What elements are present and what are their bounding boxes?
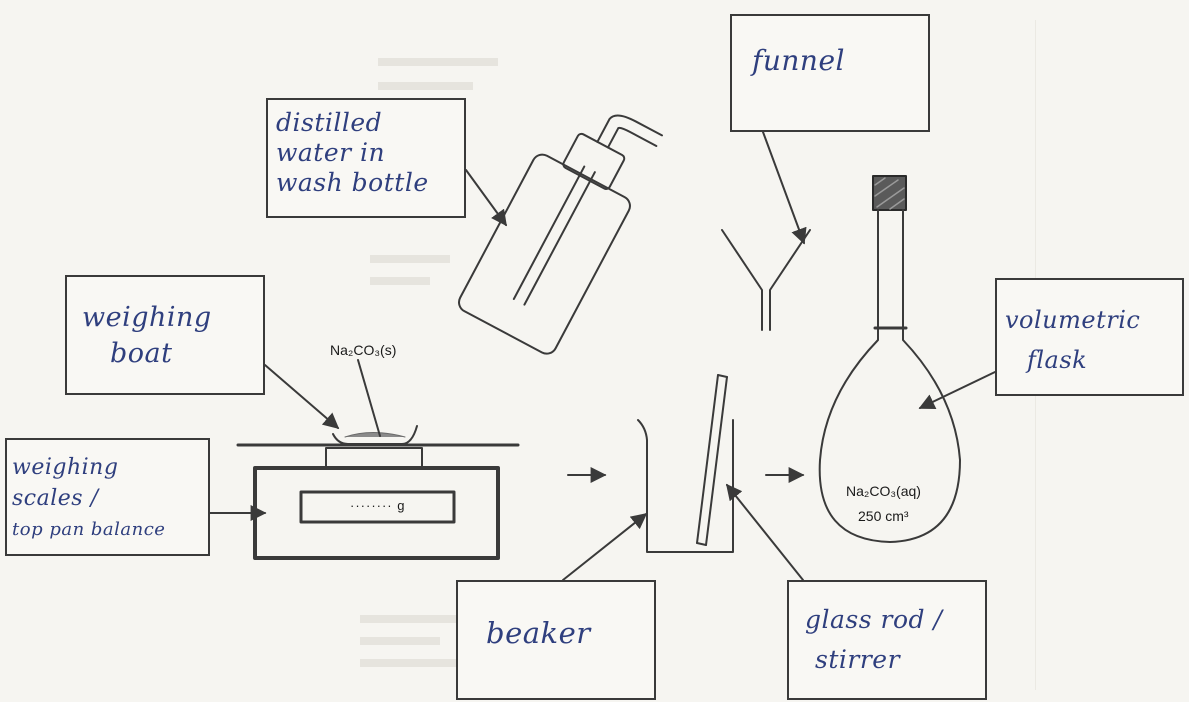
label-glass-rod: glass rod / stirrer: [805, 600, 942, 680]
label-weighing-boat: weighing boat: [82, 300, 212, 372]
label-box-weighing-boat: [65, 275, 265, 395]
label-box-glass-rod: [787, 580, 987, 700]
weighing-boat: [332, 425, 418, 445]
leader-arrow-glass-rod: [726, 483, 804, 581]
label-box-beaker: [456, 580, 656, 700]
label-line: wash bottle: [276, 168, 429, 197]
top-pan-balance: [236, 443, 520, 560]
show-through-text: [360, 615, 490, 667]
label-line: stirrer: [815, 645, 901, 674]
label-volumetric-flask: volumetric flask: [1005, 300, 1140, 380]
leader-arrow-distilled-water: [465, 169, 507, 227]
solution-formula-label: Na₂CO₃(aq): [846, 483, 921, 499]
label-box-distilled-water: [266, 98, 466, 218]
label-line: distilled: [276, 108, 383, 137]
label-box-volumetric-flask: [995, 278, 1184, 396]
label-box-weighing-scales: [5, 438, 210, 556]
label-line: boat: [110, 338, 173, 369]
wash-bottle: [458, 114, 663, 355]
label-line: weighing: [12, 455, 119, 480]
balance-readout: ········ g: [350, 498, 406, 513]
label-line: glass rod /: [805, 605, 943, 634]
label-line: water in: [276, 138, 386, 167]
label-line: weighing: [82, 302, 212, 333]
label-line: top pan balance: [12, 519, 166, 540]
show-through-text: [370, 255, 450, 285]
label-funnel: funnel: [752, 44, 845, 77]
label-distilled-water: distilled water in wash bottle: [276, 108, 429, 198]
flask-volume-label: 250 cm³: [858, 508, 909, 524]
funnel: [721, 229, 811, 331]
leader-arrow-beaker: [562, 513, 648, 581]
label-line: scales /: [12, 486, 99, 511]
show-through-text: [378, 58, 498, 90]
label-weighing-scales: weighing scales / top pan balance: [12, 452, 165, 545]
solid-formula-label: Na₂CO₃(s): [330, 342, 397, 358]
leader-arrow-volumetric-flask: [918, 371, 996, 409]
leader-solid: [357, 359, 381, 437]
label-line: flask: [1027, 346, 1088, 374]
label-line: volumetric: [1005, 306, 1141, 334]
label-box-funnel: [730, 14, 930, 132]
leader-arrow-weighing-boat: [264, 364, 340, 430]
volumetric-flask: [818, 175, 961, 543]
leader-arrow-funnel: [762, 131, 807, 245]
glass-rod: [696, 374, 728, 546]
label-beaker: beaker: [486, 616, 591, 650]
beaker: [637, 419, 734, 553]
